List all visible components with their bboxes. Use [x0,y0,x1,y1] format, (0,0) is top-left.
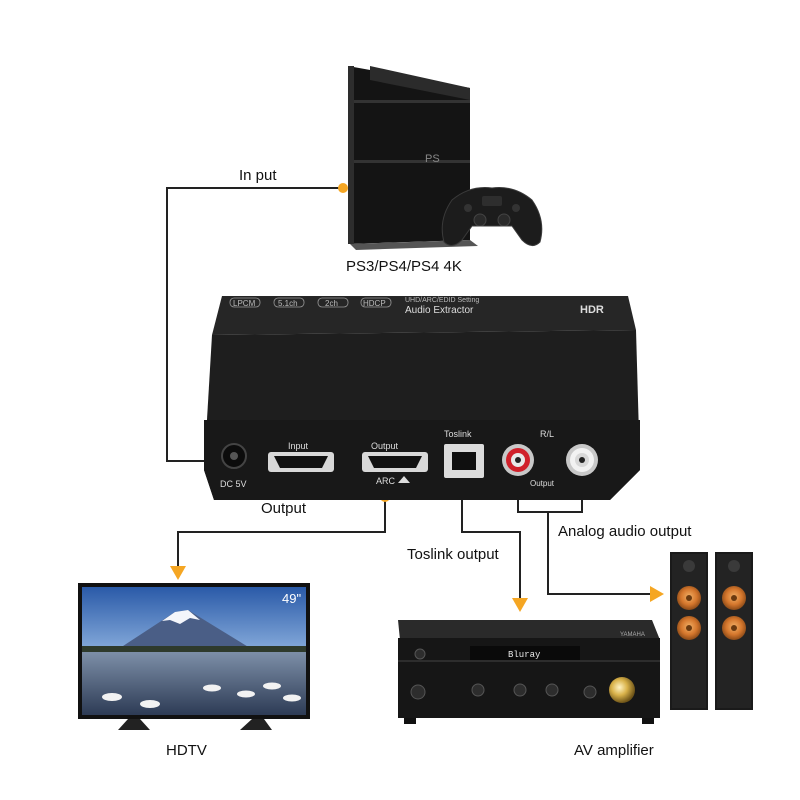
analog-output-label: Output [530,479,555,488]
output-label: Output [261,500,307,517]
top-badges: LPCM 5.1ch 2ch HDCP [229,297,392,308]
dot-icon [338,183,348,193]
device-top-title: HDR [580,304,604,316]
audio-extractor-device: LPCM 5.1ch 2ch HDCP UHD/ARC/EDID Setting… [204,296,640,500]
toslink-output-label: Toslink output [407,546,499,563]
rca-white-port [566,444,598,476]
device-top-caption: UHD/ARC/EDID Setting [405,297,479,304]
dc-label: DC 5V [220,479,247,489]
toslink-cable-line [461,492,521,600]
arc-triangle-icon [398,476,410,483]
top-badge: 2ch [325,299,338,308]
game-console: PS [348,66,478,250]
toslink-label: Toslink [444,429,472,439]
av-amplifier-label: AV amplifier [574,742,654,759]
amplifier-display: Bluray [508,650,541,660]
arrow-icon [650,586,664,602]
arrow-icon [512,598,528,612]
tv-size-badge: 49" [282,591,301,606]
amplifier-brand: YAMAHA [620,632,645,638]
input-label: In put [239,167,277,184]
hdmi-output-cable-line [177,497,386,568]
av-amplifier: Bluray YAMAHA [398,620,660,724]
arc-label: ARC [376,476,396,486]
hdtv: 49" [78,583,310,730]
hdtv-label: HDTV [166,742,207,759]
speaker-left [670,552,708,710]
game-controller [441,187,543,246]
arrow-icon [170,566,186,580]
analog-cable-line-main [547,512,652,595]
playstation-logo: PS [425,153,440,165]
device-top-subtitle: Audio Extractor [405,305,474,316]
console-label: PS3/PS4/PS4 4K [346,258,462,275]
speaker-right [715,552,753,710]
top-badge: LPCM [233,299,256,308]
volume-knob [609,677,635,703]
analog-audio-output-label: Analog audio output [558,523,692,540]
input-port-label: Input [288,441,309,451]
rca-red-port [502,444,534,476]
top-badge: HDCP [363,299,386,308]
rl-label: R/L [540,429,554,439]
top-badge: 5.1ch [278,299,298,308]
output-port-label: Output [371,441,399,451]
